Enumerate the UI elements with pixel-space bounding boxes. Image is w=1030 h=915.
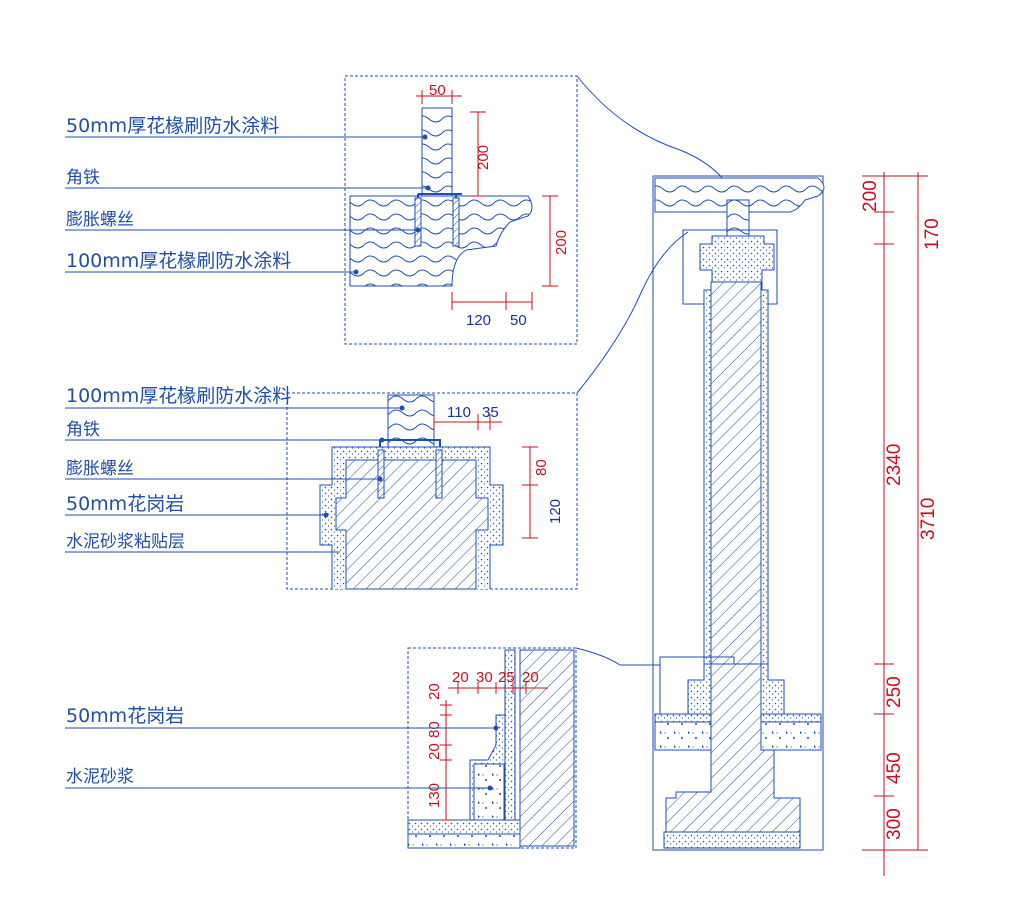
detail-middle: 110 35 80 120 100mm厚花椽刷防水涂料 角铁 膨胀螺丝 50mm… bbox=[65, 231, 689, 590]
label-top-2: 角铁 bbox=[66, 168, 100, 188]
label-top-1: 50mm厚花椽刷防水涂料 bbox=[66, 115, 279, 137]
mid-concrete-core bbox=[335, 459, 489, 590]
mid-wood-post bbox=[387, 394, 435, 448]
label-top-3: 膨胀螺丝 bbox=[66, 210, 134, 230]
bottom-mortar bbox=[473, 763, 505, 821]
label-bottom-1: 50mm花岗岩 bbox=[66, 705, 184, 727]
dim-h20: 20 bbox=[452, 669, 469, 686]
label-mid-1: 100mm厚花椽刷防水涂料 bbox=[66, 385, 291, 407]
dim-bottom-left: 120 bbox=[466, 312, 491, 329]
detail-top: 50 200 200 120 50 50mm厚花椽刷防水涂料 角铁 膨胀螺丝 1… bbox=[65, 75, 741, 345]
dim-h20b: 20 bbox=[522, 669, 539, 686]
bottom-floor bbox=[407, 819, 521, 835]
dim-v20: 20 bbox=[426, 683, 443, 700]
dim-seg-250: 250 bbox=[884, 676, 905, 708]
top-bolt-right bbox=[452, 197, 460, 247]
dim-seg-200: 200 bbox=[860, 180, 881, 212]
dim-seg-300: 300 bbox=[884, 808, 905, 840]
dim-total-3710: 3710 bbox=[918, 498, 939, 540]
label-mid-2: 角铁 bbox=[66, 420, 100, 440]
dim-h30: 30 bbox=[476, 669, 493, 686]
dim-120: 120 bbox=[547, 499, 564, 524]
dim-80: 80 bbox=[533, 459, 550, 476]
elevation-slab-left bbox=[654, 721, 712, 751]
mid-bolt-right bbox=[435, 449, 443, 499]
top-beam-100mm bbox=[349, 195, 533, 287]
elevation-cladding-left bbox=[703, 289, 712, 675]
dim-beam-height: 200 bbox=[553, 230, 570, 255]
dim-110: 110 bbox=[447, 404, 471, 421]
connector-mid bbox=[576, 231, 689, 394]
dim-v20b: 20 bbox=[426, 743, 443, 760]
elevation-foundation bbox=[663, 831, 801, 849]
elevation-cladding-right bbox=[760, 289, 769, 675]
elevation-shaft bbox=[710, 281, 762, 665]
elevation-dimensions: 200 170 2340 250 450 300 3710 bbox=[860, 172, 943, 876]
column-elevation bbox=[652, 175, 825, 851]
dim-seg-450: 450 bbox=[884, 752, 905, 784]
dim-35: 35 bbox=[482, 404, 499, 421]
top-bolt-left bbox=[414, 197, 422, 247]
label-mid-5: 水泥砂浆粘贴层 bbox=[66, 532, 185, 552]
dim-post-height: 200 bbox=[475, 145, 492, 170]
bottom-slab bbox=[407, 833, 521, 849]
elevation-floor-left bbox=[654, 713, 712, 723]
top-post-50mm bbox=[421, 107, 453, 197]
mid-bolt-left bbox=[377, 449, 385, 499]
label-top-4: 100mm厚花椽刷防水涂料 bbox=[66, 250, 291, 272]
dim-seg-2340: 2340 bbox=[884, 444, 905, 486]
elevation-floor-right bbox=[760, 713, 822, 723]
dim-v80: 80 bbox=[426, 721, 443, 738]
dim-bottom-right: 50 bbox=[510, 312, 527, 329]
elevation-base-right bbox=[759, 663, 785, 715]
elevation-wood-post bbox=[726, 199, 750, 237]
elevation-beam bbox=[654, 177, 825, 213]
label-mid-3: 膨胀螺丝 bbox=[66, 459, 134, 479]
label-mid-4: 50mm花岗岩 bbox=[66, 493, 184, 515]
dim-h25: 25 bbox=[498, 669, 515, 686]
elevation-slab-right bbox=[760, 721, 822, 751]
detail-bottom: 20 30 25 20 20 80 20 130 50mm花岗岩 水泥砂浆 bbox=[65, 647, 660, 849]
bottom-wall bbox=[519, 649, 575, 847]
elevation-base-left bbox=[687, 663, 713, 715]
mid-angle-iron bbox=[379, 439, 441, 447]
dim-top-width: 50 bbox=[429, 82, 446, 99]
label-bottom-2: 水泥砂浆 bbox=[66, 767, 134, 787]
dim-v130: 130 bbox=[426, 783, 443, 808]
connector-bottom bbox=[575, 647, 660, 666]
detail-top-frame bbox=[344, 75, 578, 345]
dim-seg-170: 170 bbox=[922, 218, 943, 250]
elevation-frame bbox=[652, 175, 824, 851]
